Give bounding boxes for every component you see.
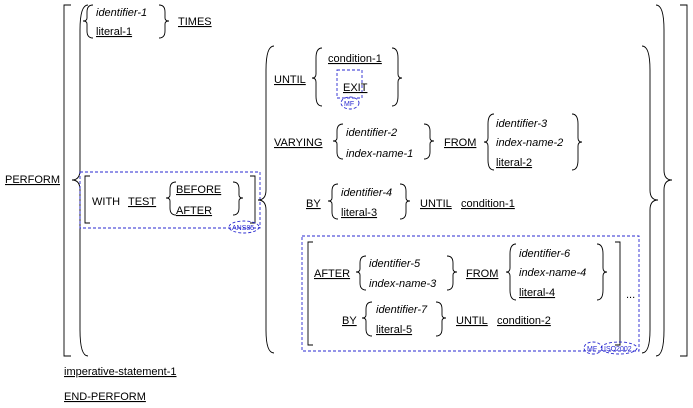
by-until-condition-1: condition-1 <box>461 198 515 210</box>
after-mf-badge-outline <box>583 341 603 355</box>
until-keyword: UNTIL <box>274 74 306 86</box>
outer-left-square-bracket <box>63 4 71 357</box>
by-right-brace <box>399 183 411 220</box>
by-until-keyword: UNTIL <box>420 198 452 210</box>
after-by-until-keyword: UNTIL <box>456 315 488 327</box>
index-name-1-option: index-name-1 <box>346 148 413 160</box>
after-by-keyword: BY <box>342 315 357 327</box>
after-from-right-brace <box>596 243 608 301</box>
after-clause-right-bracket <box>615 241 621 346</box>
by-left-brace <box>327 183 339 220</box>
exit-option: EXIT <box>343 82 368 94</box>
with-test-left-brace <box>165 181 177 216</box>
after-from-keyword: FROM <box>466 268 498 280</box>
after-mf-badge: MF <box>587 346 597 353</box>
varying-from-left-brace <box>483 113 495 171</box>
after-by-right-brace <box>435 301 447 337</box>
test-keyword: TEST <box>128 196 156 208</box>
index-name-3-option: index-name-3 <box>369 278 437 290</box>
outer-right-brace <box>655 4 673 357</box>
identifier-2-option: identifier-2 <box>346 127 397 139</box>
outer-right-square-bracket <box>680 4 688 357</box>
end-perform-keyword: END-PERFORM <box>64 391 146 403</box>
literal-4-option: literal-4 <box>519 287 555 299</box>
identifier-6-option: identifier-6 <box>519 248 571 260</box>
forms-right-brace <box>641 45 659 354</box>
identifier-5-option: identifier-5 <box>369 258 421 270</box>
varying-from-keyword: FROM <box>444 137 476 149</box>
times-left-brace <box>82 4 94 39</box>
varying-left-brace <box>332 123 344 160</box>
times-right-brace <box>158 4 170 39</box>
iso2002-badge: ISO2002 <box>604 346 632 353</box>
after-keyword: AFTER <box>314 268 350 280</box>
perform-keyword: PERFORM <box>5 174 60 186</box>
literal-2-option: literal-2 <box>496 157 532 169</box>
condition-2-option: condition-2 <box>497 315 551 327</box>
outer-left-brace <box>71 4 89 357</box>
literal-5-option: literal-5 <box>376 324 412 336</box>
with-test-left-bracket <box>84 175 90 224</box>
after-clause-left-bracket <box>307 241 313 346</box>
with-test-right-bracket <box>250 175 256 224</box>
after-from-left-brace <box>505 243 517 301</box>
with-test-right-brace <box>232 181 244 216</box>
index-name-2-option: index-name-2 <box>496 137 563 149</box>
identifier-7-option: identifier-7 <box>376 304 428 316</box>
identifier-1-option: identifier-1 <box>96 7 147 19</box>
forms-left-brace <box>257 45 275 354</box>
exit-mf-badge-outline <box>340 96 360 110</box>
after-by-left-brace <box>361 301 373 337</box>
literal-3-option: literal-3 <box>341 207 377 219</box>
repeat-ellipsis: ... <box>626 289 635 301</box>
varying-keyword: VARYING <box>274 137 323 149</box>
literal-1-option: literal-1 <box>96 26 132 38</box>
ans85-badge: ANS85 <box>232 225 254 232</box>
ans85-badge-outline <box>228 220 260 234</box>
until-right-brace <box>391 47 403 107</box>
after-left-brace <box>355 255 367 291</box>
after-right-brace <box>446 255 458 291</box>
index-name-4-option: index-name-4 <box>519 267 586 279</box>
with-keyword: WITH <box>92 196 120 208</box>
exit-dashed-box <box>336 69 363 99</box>
varying-from-right-brace <box>571 113 583 171</box>
imperative-statement-1: imperative-statement-1 <box>64 366 177 378</box>
iso2002-badge-outline <box>600 341 638 355</box>
after-option: AFTER <box>176 205 212 217</box>
until-left-brace <box>311 47 323 107</box>
condition-1-option: condition-1 <box>328 53 382 65</box>
exit-mf-badge: MF <box>344 101 354 108</box>
times-keyword: TIMES <box>178 16 212 28</box>
varying-right-brace <box>423 123 435 160</box>
by-keyword: BY <box>306 198 321 210</box>
identifier-3-option: identifier-3 <box>496 118 548 130</box>
after-clause-dashed-box <box>301 235 640 352</box>
identifier-4-option: identifier-4 <box>341 187 392 199</box>
before-option: BEFORE <box>176 184 221 196</box>
